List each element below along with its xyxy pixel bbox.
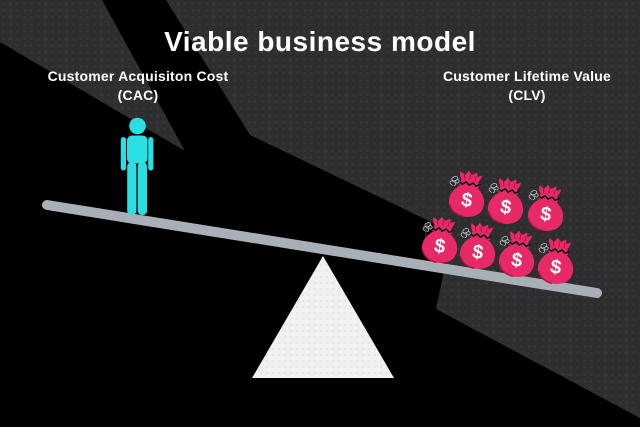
money-bag-icon — [522, 181, 569, 235]
cac-label: Customer Acquisiton Cost (CAC) — [8, 67, 268, 105]
money-bag-icon — [482, 174, 529, 228]
money-bag-icon — [493, 227, 540, 281]
clv-label: Customer Lifetime Value (CLV) — [397, 67, 640, 105]
person-icon — [120, 117, 154, 215]
cac-label-line2: (CAC) — [117, 87, 159, 103]
clv-label-line2: (CLV) — [508, 87, 546, 103]
diagram-title: Viable business model — [164, 26, 476, 57]
seesaw-plank — [42, 200, 602, 298]
cac-label-line1: Customer Acquisiton Cost — [47, 68, 229, 84]
money-bag-icon — [443, 167, 490, 221]
money-bag-icon — [532, 234, 579, 288]
money-bag-icon — [416, 213, 463, 267]
money-bag-icon — [454, 219, 501, 273]
clv-label-line1: Customer Lifetime Value — [443, 68, 611, 84]
